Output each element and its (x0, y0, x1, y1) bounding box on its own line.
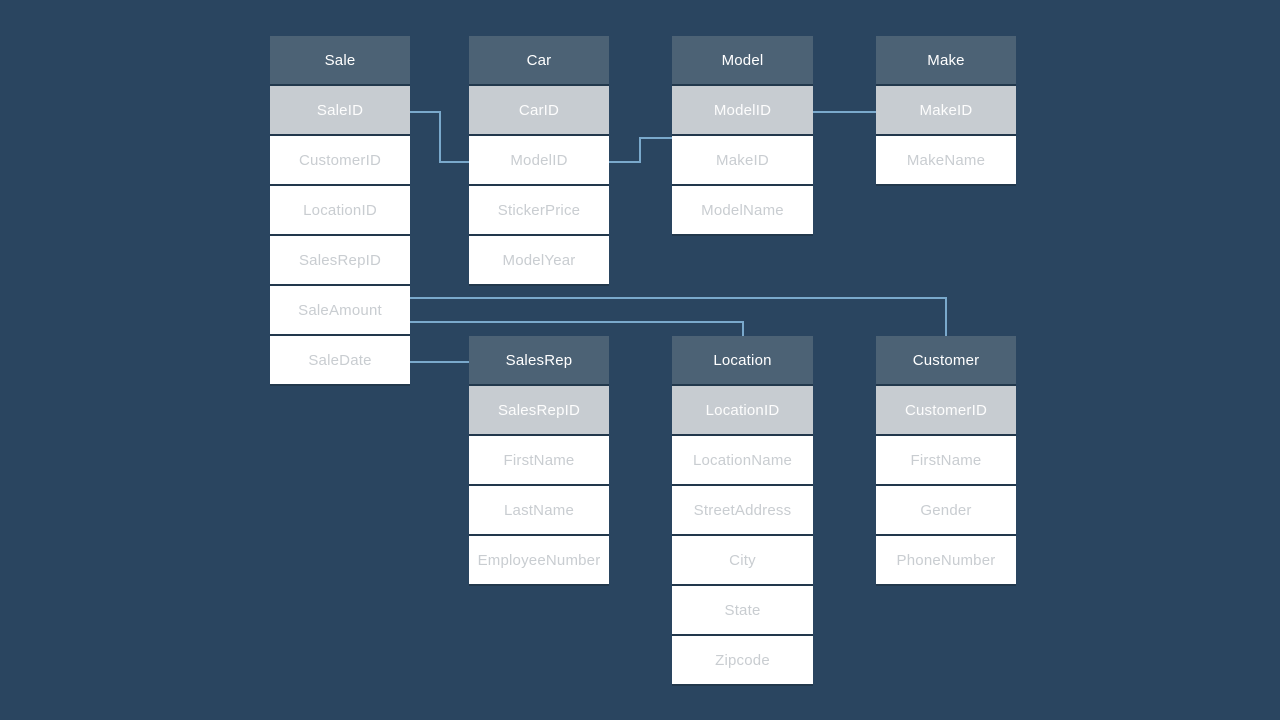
entity-header-car: Car (469, 36, 609, 86)
entity-header-location: Location (672, 336, 813, 386)
field-customer-firstname[interactable]: FirstName (876, 436, 1016, 486)
field-make-makename[interactable]: MakeName (876, 136, 1016, 186)
connector-sale-car (410, 111, 470, 163)
connector-car-model (609, 137, 672, 163)
field-salesrep-lastname[interactable]: LastName (469, 486, 609, 536)
primary-key-field-location-locationid[interactable]: LocationID (672, 386, 813, 436)
entity-header-sale: Sale (270, 36, 410, 86)
field-location-city[interactable]: City (672, 536, 813, 586)
field-salesrep-firstname[interactable]: FirstName (469, 436, 609, 486)
field-sale-saledate[interactable]: SaleDate (270, 336, 410, 386)
field-customer-gender[interactable]: Gender (876, 486, 1016, 536)
entity-header-make: Make (876, 36, 1016, 86)
field-location-state[interactable]: State (672, 586, 813, 636)
field-location-zipcode[interactable]: Zipcode (672, 636, 813, 686)
primary-key-field-make-makeid[interactable]: MakeID (876, 86, 1016, 136)
field-location-locationname[interactable]: LocationName (672, 436, 813, 486)
field-salesrep-employeenumber[interactable]: EmployeeNumber (469, 536, 609, 586)
primary-key-field-salesrep-salesrepid[interactable]: SalesRepID (469, 386, 609, 436)
entity-header-customer: Customer (876, 336, 1016, 386)
field-car-modelyear[interactable]: ModelYear (469, 236, 609, 286)
field-sale-saleamount[interactable]: SaleAmount (270, 286, 410, 336)
primary-key-field-customer-customerid[interactable]: CustomerID (876, 386, 1016, 436)
connector-sale-customer (410, 297, 947, 338)
field-sale-locationid[interactable]: LocationID (270, 186, 410, 236)
field-car-modelid[interactable]: ModelID (469, 136, 609, 186)
primary-key-field-car-carid[interactable]: CarID (469, 86, 609, 136)
field-location-streetaddress[interactable]: StreetAddress (672, 486, 813, 536)
field-model-makeid[interactable]: MakeID (672, 136, 813, 186)
field-car-stickerprice[interactable]: StickerPrice (469, 186, 609, 236)
field-sale-salesrepid[interactable]: SalesRepID (270, 236, 410, 286)
entity-header-model: Model (672, 36, 813, 86)
primary-key-field-model-modelid[interactable]: ModelID (672, 86, 813, 136)
entity-header-salesrep: SalesRep (469, 336, 609, 386)
field-customer-phonenumber[interactable]: PhoneNumber (876, 536, 1016, 586)
field-model-modelname[interactable]: ModelName (672, 186, 813, 236)
primary-key-field-sale-saleid[interactable]: SaleID (270, 86, 410, 136)
field-sale-customerid[interactable]: CustomerID (270, 136, 410, 186)
